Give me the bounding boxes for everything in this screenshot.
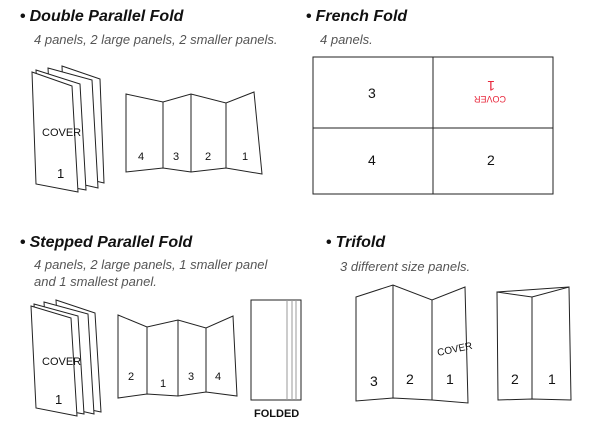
double-parallel-panel-1: 1 xyxy=(242,151,248,163)
trifold-title: •Trifold xyxy=(326,234,385,252)
stepped-cover-number: 1 xyxy=(55,392,62,407)
bullet-icon: • xyxy=(20,234,26,251)
bullet-icon: • xyxy=(306,8,312,25)
stepped-panel-1: 1 xyxy=(160,378,166,390)
double-parallel-panel-3: 3 xyxy=(173,151,179,163)
stepped-folded-view: FOLDED xyxy=(250,299,302,420)
double-parallel-folded-brochure: COVER 1 xyxy=(31,65,105,193)
trifold-folded-panel-2: 2 xyxy=(511,371,519,387)
double-parallel-description: 4 panels, 2 large panels, 2 smaller pane… xyxy=(34,32,278,47)
stepped-panel-2: 2 xyxy=(128,371,134,383)
stepped-parallel-title: •Stepped Parallel Fold xyxy=(20,234,192,252)
french-cover-upside-down: COVER 1 xyxy=(473,78,506,104)
french-fold-title-text: French Fold xyxy=(315,8,408,25)
trifold-description: 3 different size panels. xyxy=(340,259,471,274)
stepped-panel-4: 4 xyxy=(215,371,221,383)
trifold-panel-1: 1 xyxy=(446,371,454,387)
french-fold-description: 4 panels. xyxy=(320,32,373,47)
trifold-folded-view: 2 1 xyxy=(496,286,572,401)
stepped-folded-brochure: COVER 1 xyxy=(30,299,102,417)
french-fold-title: •French Fold xyxy=(306,8,407,26)
french-panel-4: 4 xyxy=(368,152,376,168)
french-panel-3: 3 xyxy=(368,85,376,101)
stepped-parallel-title-text: Stepped Parallel Fold xyxy=(29,234,193,251)
double-parallel-title-text: Double Parallel Fold xyxy=(29,8,184,25)
french-fold-sheet: 3 COVER 1 4 2 xyxy=(312,56,554,195)
stepped-panel-3: 3 xyxy=(188,371,194,383)
double-parallel-panel-4: 4 xyxy=(138,151,144,163)
trifold-open-panels: 3 2 1 COVER xyxy=(355,284,473,404)
trifold-panel-2: 2 xyxy=(406,371,414,387)
stepped-parallel-description-line2: and 1 smallest panel. xyxy=(34,274,157,289)
bullet-icon: • xyxy=(20,8,26,25)
stepped-parallel-description-line1: 4 panels, 2 large panels, 1 smaller pane… xyxy=(34,257,268,272)
double-parallel-open-panels: 4 3 2 1 xyxy=(125,91,263,175)
french-panel-2: 2 xyxy=(487,152,495,168)
trifold-panel-3: 3 xyxy=(370,373,378,389)
trifold-folded-panel-1: 1 xyxy=(548,371,556,387)
trifold-title-text: Trifold xyxy=(335,234,386,251)
stepped-open-panels: 2 1 3 4 xyxy=(117,314,238,399)
bullet-icon: • xyxy=(326,234,332,251)
stepped-folded-label: FOLDED xyxy=(254,408,299,420)
double-parallel-title: •Double Parallel Fold xyxy=(20,8,183,26)
double-parallel-cover-number: 1 xyxy=(57,166,64,181)
french-panel-1: 1 xyxy=(487,78,495,94)
double-parallel-panel-2: 2 xyxy=(205,151,211,163)
french-cover-label: COVER xyxy=(473,94,506,104)
stepped-cover-label: COVER xyxy=(42,356,81,368)
double-parallel-cover-label: COVER xyxy=(42,127,81,139)
